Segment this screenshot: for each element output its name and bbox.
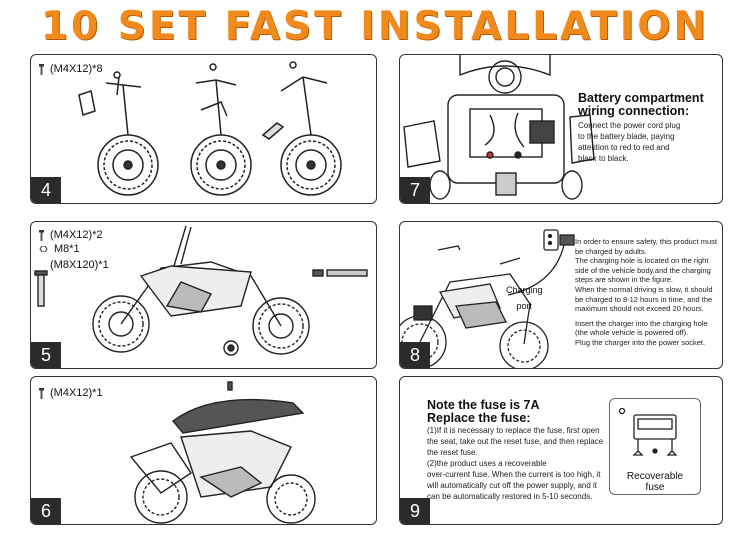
body-line: side of the vehicle body,and the chargin… <box>575 265 711 275</box>
spec-text: M8*1 <box>54 243 80 255</box>
bolt-spec: (M8X120)*1 <box>39 259 109 271</box>
body-line: black to black. <box>578 154 629 163</box>
heading-line: Note the fuse is 7A <box>427 398 540 412</box>
screw-icon <box>39 63 44 75</box>
body-line: be charged to 8-12 hours in time, and th… <box>575 294 713 304</box>
battery-heading: Battery compartment wiring connection: <box>578 92 704 118</box>
spec-text: (M4X12)*2 <box>50 229 103 241</box>
body-line: will automatically cut off the power sup… <box>427 481 598 490</box>
label-line: Recoverable <box>626 471 684 482</box>
step-number-badge: 4 <box>31 177 61 203</box>
nut-icon <box>39 246 48 253</box>
step-4-panel: (M4X12)*8 4 <box>30 54 377 204</box>
spec-text: (M4X12)*1 <box>50 387 103 399</box>
body-line: When the normal driving is slow, it shou… <box>575 284 713 294</box>
step-8-panel: Charging port In order to ensure safety,… <box>399 221 723 369</box>
body-line: (1)If it is necessary to replace the fus… <box>427 426 600 435</box>
front-fork-illustration <box>78 61 342 196</box>
fuse-icon <box>618 407 678 456</box>
body-line: the reset fuse. <box>427 448 478 457</box>
body-line: In order to ensure safety, this product … <box>575 237 718 246</box>
label-line: fuse <box>645 482 665 493</box>
screw-spec: (M4X12)*2 <box>39 229 103 241</box>
step-7-panel: Battery compartment wiring connection: C… <box>399 54 723 204</box>
charging-port-label: Charging port <box>506 282 543 314</box>
page-title: 10 SET FAST INSTALLATION <box>40 4 710 49</box>
step-number-badge: 7 <box>400 177 430 203</box>
seat-installation-illustration <box>129 381 316 524</box>
label-line: Charging <box>506 285 543 295</box>
body-line: (the whole vehicle is powered off). <box>575 328 689 338</box>
body-line: attention to red to red and <box>578 143 670 152</box>
step-number-badge: 5 <box>31 342 61 368</box>
fuse-heading: Note the fuse is 7A Replace the fuse: <box>427 399 540 425</box>
body-line: (2)the product uses a recoverable <box>427 459 547 468</box>
fuse-label: Recoverable fuse <box>610 471 700 493</box>
battery-instructions: Connect the power cord plug to the batte… <box>578 120 680 164</box>
body-line: steps are shown in the figure. <box>575 275 673 285</box>
step-6-panel: (M4X12)*1 6 <box>30 376 377 525</box>
nut-spec: M8*1 <box>39 243 80 255</box>
step-number-badge: 6 <box>31 498 61 524</box>
body-line: The charging hole is located on the righ… <box>575 256 709 266</box>
step-number-badge: 8 <box>400 342 430 368</box>
fuse-figure: Recoverable fuse <box>609 398 701 495</box>
body-line: the seat, take out the reset fuse, and t… <box>427 437 604 446</box>
charging-illustration <box>400 229 575 368</box>
body-line: to the battery blade, paying <box>578 132 675 141</box>
heading-line: Battery compartment <box>578 91 704 105</box>
body-line: can be automatically restored in 5-10 se… <box>427 492 593 501</box>
fuse-instructions: (1)If it is necessary to replace the fus… <box>427 425 603 502</box>
screw-spec: (M4X12)*8 <box>39 63 103 75</box>
screw-icon <box>39 387 44 399</box>
step-5-panel: (M4X12)*2 M8*1 (M8X120)*1 5 <box>30 221 377 369</box>
battery-compartment-illustration <box>403 55 595 200</box>
heading-line: wiring connection: <box>578 104 690 118</box>
spec-text: (M4X12)*8 <box>50 63 103 75</box>
step-number-badge: 9 <box>400 498 430 524</box>
body-line: maximum should not exceed 20 hours. <box>575 304 704 314</box>
spec-text: (M8X120)*1 <box>50 259 109 271</box>
heading-line: Replace the fuse: <box>427 411 531 425</box>
body-line: over-current fuse. When the current is t… <box>427 470 601 479</box>
body-line: Plug the charger into the power socket. <box>575 337 706 347</box>
step-9-panel: Note the fuse is 7A Replace the fuse: (1… <box>399 376 723 525</box>
rear-wheel-illustration <box>34 225 368 356</box>
label-line: port <box>516 301 533 311</box>
body-line: Insert the charger into the charging hol… <box>575 318 708 328</box>
screw-icon <box>39 229 44 241</box>
body-line: be charged by adults. <box>575 246 647 256</box>
body-line: Connect the power cord plug <box>578 121 681 130</box>
screw-spec: (M4X12)*1 <box>39 387 103 399</box>
charging-instructions: In order to ensure safety, this product … <box>575 237 717 348</box>
